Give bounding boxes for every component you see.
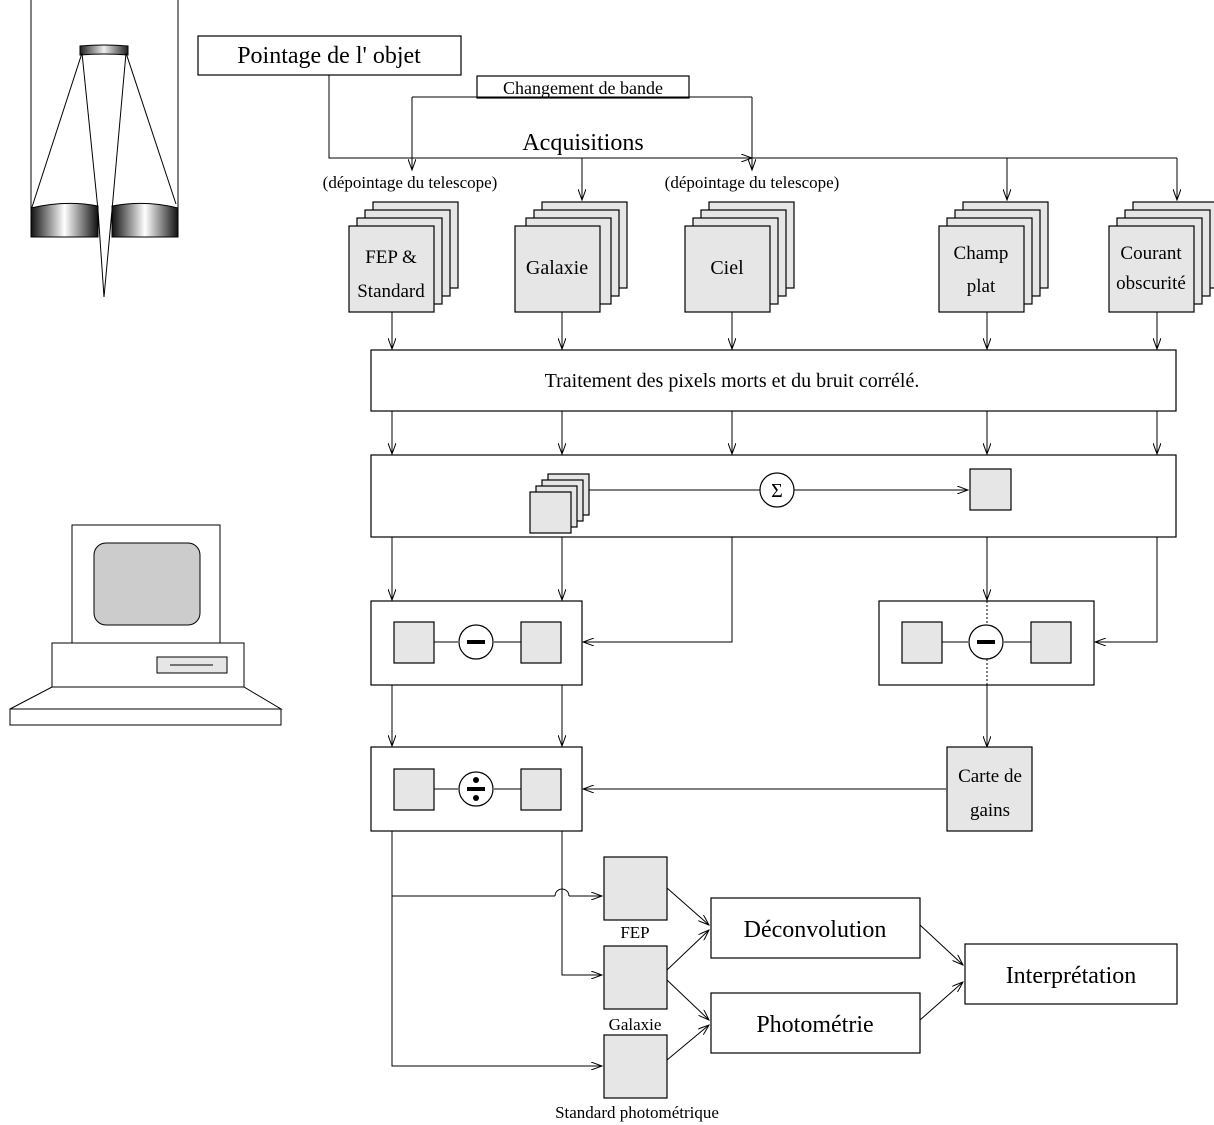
stack-champ-label-1: Champ bbox=[954, 243, 1009, 264]
computer-icon bbox=[9, 524, 283, 726]
photometrie-box bbox=[710, 992, 921, 1054]
subtract-science-left bbox=[393, 621, 435, 664]
stack-ciel: Ciel bbox=[684, 201, 795, 313]
acquisition-connectors bbox=[328, 75, 1177, 200]
interpretation-box bbox=[964, 943, 1178, 1005]
stack-courant-obscurite: Courant obscurité bbox=[1108, 201, 1214, 313]
sum-output-frame bbox=[969, 468, 1012, 511]
subtract-flat-left bbox=[901, 621, 943, 664]
photometrie-label: Photométrie bbox=[756, 1012, 873, 1038]
stack-galaxie-label: Galaxie bbox=[526, 257, 588, 279]
sum-input-stack bbox=[529, 473, 590, 534]
sum-symbol: Σ bbox=[771, 480, 783, 502]
carte-gains-box bbox=[946, 746, 1033, 832]
subtract-science-right bbox=[520, 621, 562, 664]
deconvolution-box bbox=[710, 897, 921, 959]
divide-right bbox=[520, 768, 562, 811]
depointage-label-1: (dépointage du telescope) bbox=[323, 173, 498, 192]
stack-to-traitement-arrows bbox=[392, 312, 1157, 349]
final-arrows bbox=[666, 887, 963, 1061]
carte-gains-label-2: gains bbox=[970, 800, 1010, 821]
output-standard-frame bbox=[603, 1034, 668, 1099]
stack-galaxie: Galaxie bbox=[514, 201, 628, 313]
stack-courant-label-2: obscurité bbox=[1116, 273, 1186, 294]
changement-bande-label: Changement de bande bbox=[503, 78, 663, 98]
subtract-to-divide-arrows bbox=[392, 685, 987, 789]
divide-left bbox=[393, 768, 435, 811]
traitement-box bbox=[370, 349, 1177, 412]
output-standard-label: Standard photométrique bbox=[555, 1103, 719, 1122]
depointage-label-2: (dépointage du telescope) bbox=[665, 173, 840, 192]
output-fep-label: FEP bbox=[620, 923, 649, 942]
sum-to-subtract-arrows bbox=[392, 537, 1158, 642]
stack-fep-label-1: FEP & bbox=[365, 247, 417, 268]
stack-ciel-label: Ciel bbox=[710, 257, 744, 279]
traitement-to-sum-arrows bbox=[392, 411, 1157, 454]
interpretation-label: Interprétation bbox=[1006, 963, 1137, 989]
output-galaxie-label: Galaxie bbox=[609, 1015, 662, 1034]
pointage-box bbox=[197, 35, 462, 76]
changement-bande-box bbox=[476, 75, 690, 99]
stack-champ-label-2: plat bbox=[967, 276, 996, 297]
acquisitions-label: Acquisitions bbox=[522, 130, 643, 156]
stack-fep-label-2: Standard bbox=[357, 281, 425, 302]
traitement-label: Traitement des pixels morts et du bruit … bbox=[545, 370, 920, 392]
pointage-label: Pointage de l' objet bbox=[237, 43, 421, 69]
output-galaxie-frame bbox=[603, 945, 668, 1010]
subtract-flat-right bbox=[1030, 621, 1072, 664]
output-fep-frame bbox=[603, 856, 668, 921]
deconvolution-label: Déconvolution bbox=[744, 917, 887, 943]
stack-fep-standard: FEP & Standard bbox=[348, 201, 459, 313]
output-routing bbox=[391, 831, 602, 1066]
stack-courant-label-1: Courant bbox=[1120, 243, 1182, 264]
telescope-icon bbox=[30, 0, 179, 298]
carte-gains-label-1: Carte de bbox=[958, 766, 1022, 787]
stack-champ-plat: Champ plat bbox=[938, 201, 1049, 313]
